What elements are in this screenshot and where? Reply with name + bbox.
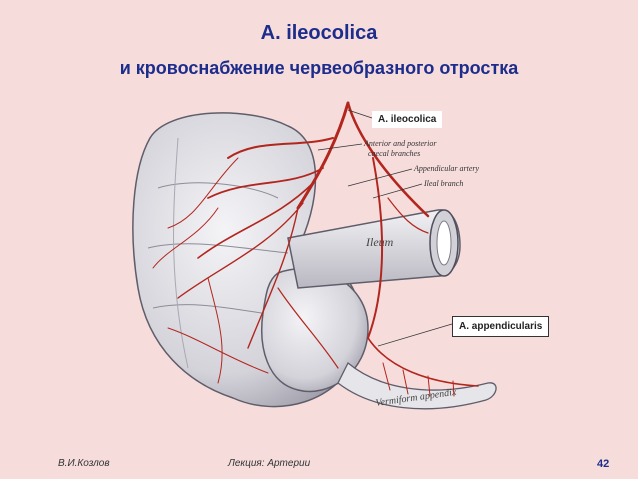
footer-author: В.И.Козлов: [58, 458, 110, 469]
ileum-label: Ileum: [365, 235, 394, 249]
slide-subtitle: и кровоснабжение червеобразного отростка: [119, 58, 519, 78]
page-number: 42: [597, 458, 610, 470]
anatomy-illustration: Ileum Vermiform appendix Anterior and po: [132, 101, 497, 410]
label-appendicular-artery: Appendicular artery: [413, 164, 480, 173]
appendix-shape: [337, 361, 497, 410]
label-anterior-posterior: Anterior and posterior: [363, 139, 437, 148]
slide-title: A. ileocolica: [260, 22, 378, 44]
footer-lecture: Лекция: Артерии: [228, 458, 311, 469]
label-a-appendicularis: A. appendicularis: [452, 316, 550, 337]
label-caecal: caecal branches: [368, 149, 420, 158]
artery-network: [152, 101, 479, 397]
label-a-ileocolica: A. ileocolica: [372, 111, 443, 128]
label-ileal-branch: Ileal branch: [423, 179, 463, 188]
